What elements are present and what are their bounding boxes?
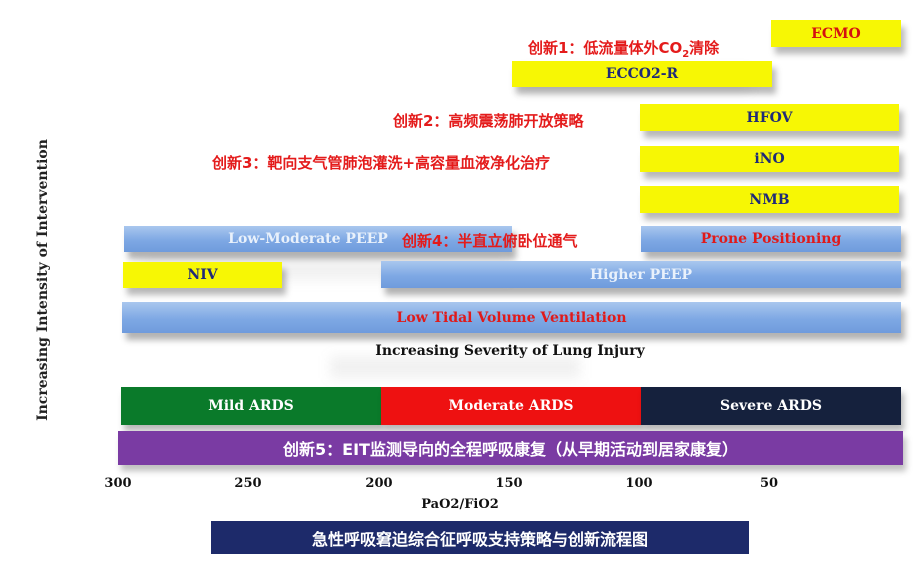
niv-bar: NIV: [123, 262, 282, 288]
prone-positioning-bar: Prone Positioning: [641, 226, 901, 252]
hfov-label: HFOV: [746, 109, 793, 126]
x-tick-300: 300: [104, 476, 132, 491]
innovation-1-subscript: 2: [682, 49, 690, 60]
severe-ards-segment: Severe ARDS: [641, 387, 901, 425]
ecco2r-bar: ECCO2-R: [512, 61, 772, 87]
x-tick-150: 150: [495, 476, 523, 491]
innovation-2-annotation: 创新2：高频震荡肺开放策略: [393, 112, 584, 130]
innovation-1-text: 创新1：低流量体外CO: [528, 39, 683, 57]
innovation-1-annotation: 创新1：低流量体外CO2清除: [528, 37, 719, 60]
low-tidal-volume-bar: Low Tidal Volume Ventilation: [122, 302, 901, 333]
innovation-3-annotation: 创新3：靶向支气管肺泡灌洗+高容量血液净化治疗: [212, 154, 551, 172]
innovation-5-label: 创新5：EIT监测导向的全程呼吸康复（从早期活动到居家康复）: [283, 440, 738, 459]
ecmo-label: ECMO: [811, 25, 861, 42]
low-moderate-peep-label: Low-Moderate PEEP: [228, 231, 388, 247]
innovation-5-bar: 创新5：EIT监测导向的全程呼吸康复（从早期活动到居家康复）: [118, 431, 903, 465]
nmb-bar: NMB: [640, 186, 899, 213]
ino-bar: iNO: [640, 146, 899, 172]
prone-positioning-label: Prone Positioning: [700, 231, 842, 247]
mild-ards-label: Mild ARDS: [208, 398, 294, 414]
higher-peep-bar: Higher PEEP: [381, 261, 901, 288]
shadow-ghost-low: [330, 356, 580, 378]
caption-text: 急性呼吸窘迫综合征呼吸支持策略与创新流程图: [311, 529, 648, 549]
moderate-ards-label: Moderate ARDS: [448, 398, 574, 414]
low-tidal-volume-label: Low Tidal Volume Ventilation: [396, 309, 627, 326]
innovation-1-suffix: 清除: [689, 39, 720, 57]
moderate-ards-segment: Moderate ARDS: [381, 387, 641, 425]
ecco2r-label: ECCO2-R: [605, 66, 679, 82]
x-tick-250: 250: [234, 476, 262, 491]
innovation-4-annotation: 创新4：半直立俯卧位通气: [402, 232, 578, 250]
ino-label: iNO: [754, 151, 785, 167]
nmb-label: NMB: [749, 191, 790, 208]
x-tick-100: 100: [625, 476, 653, 491]
severe-ards-label: Severe ARDS: [720, 398, 822, 414]
ecmo-bar: ECMO: [771, 20, 901, 47]
y-axis-label: Increasing Intensity of Intervention: [35, 139, 51, 421]
mild-ards-segment: Mild ARDS: [121, 387, 381, 425]
x-tick-50: 50: [759, 476, 779, 491]
low-moderate-peep-bar: Low-Moderate PEEP: [124, 226, 512, 252]
severity-label: Increasing Severity of Lung Injury: [375, 343, 645, 359]
caption-banner: 急性呼吸窘迫综合征呼吸支持策略与创新流程图: [211, 521, 749, 554]
higher-peep-label: Higher PEEP: [589, 266, 693, 283]
x-axis-label: PaO2/FiO2: [421, 497, 499, 512]
x-tick-200: 200: [365, 476, 393, 491]
hfov-bar: HFOV: [640, 104, 899, 131]
niv-label: NIV: [187, 267, 218, 283]
